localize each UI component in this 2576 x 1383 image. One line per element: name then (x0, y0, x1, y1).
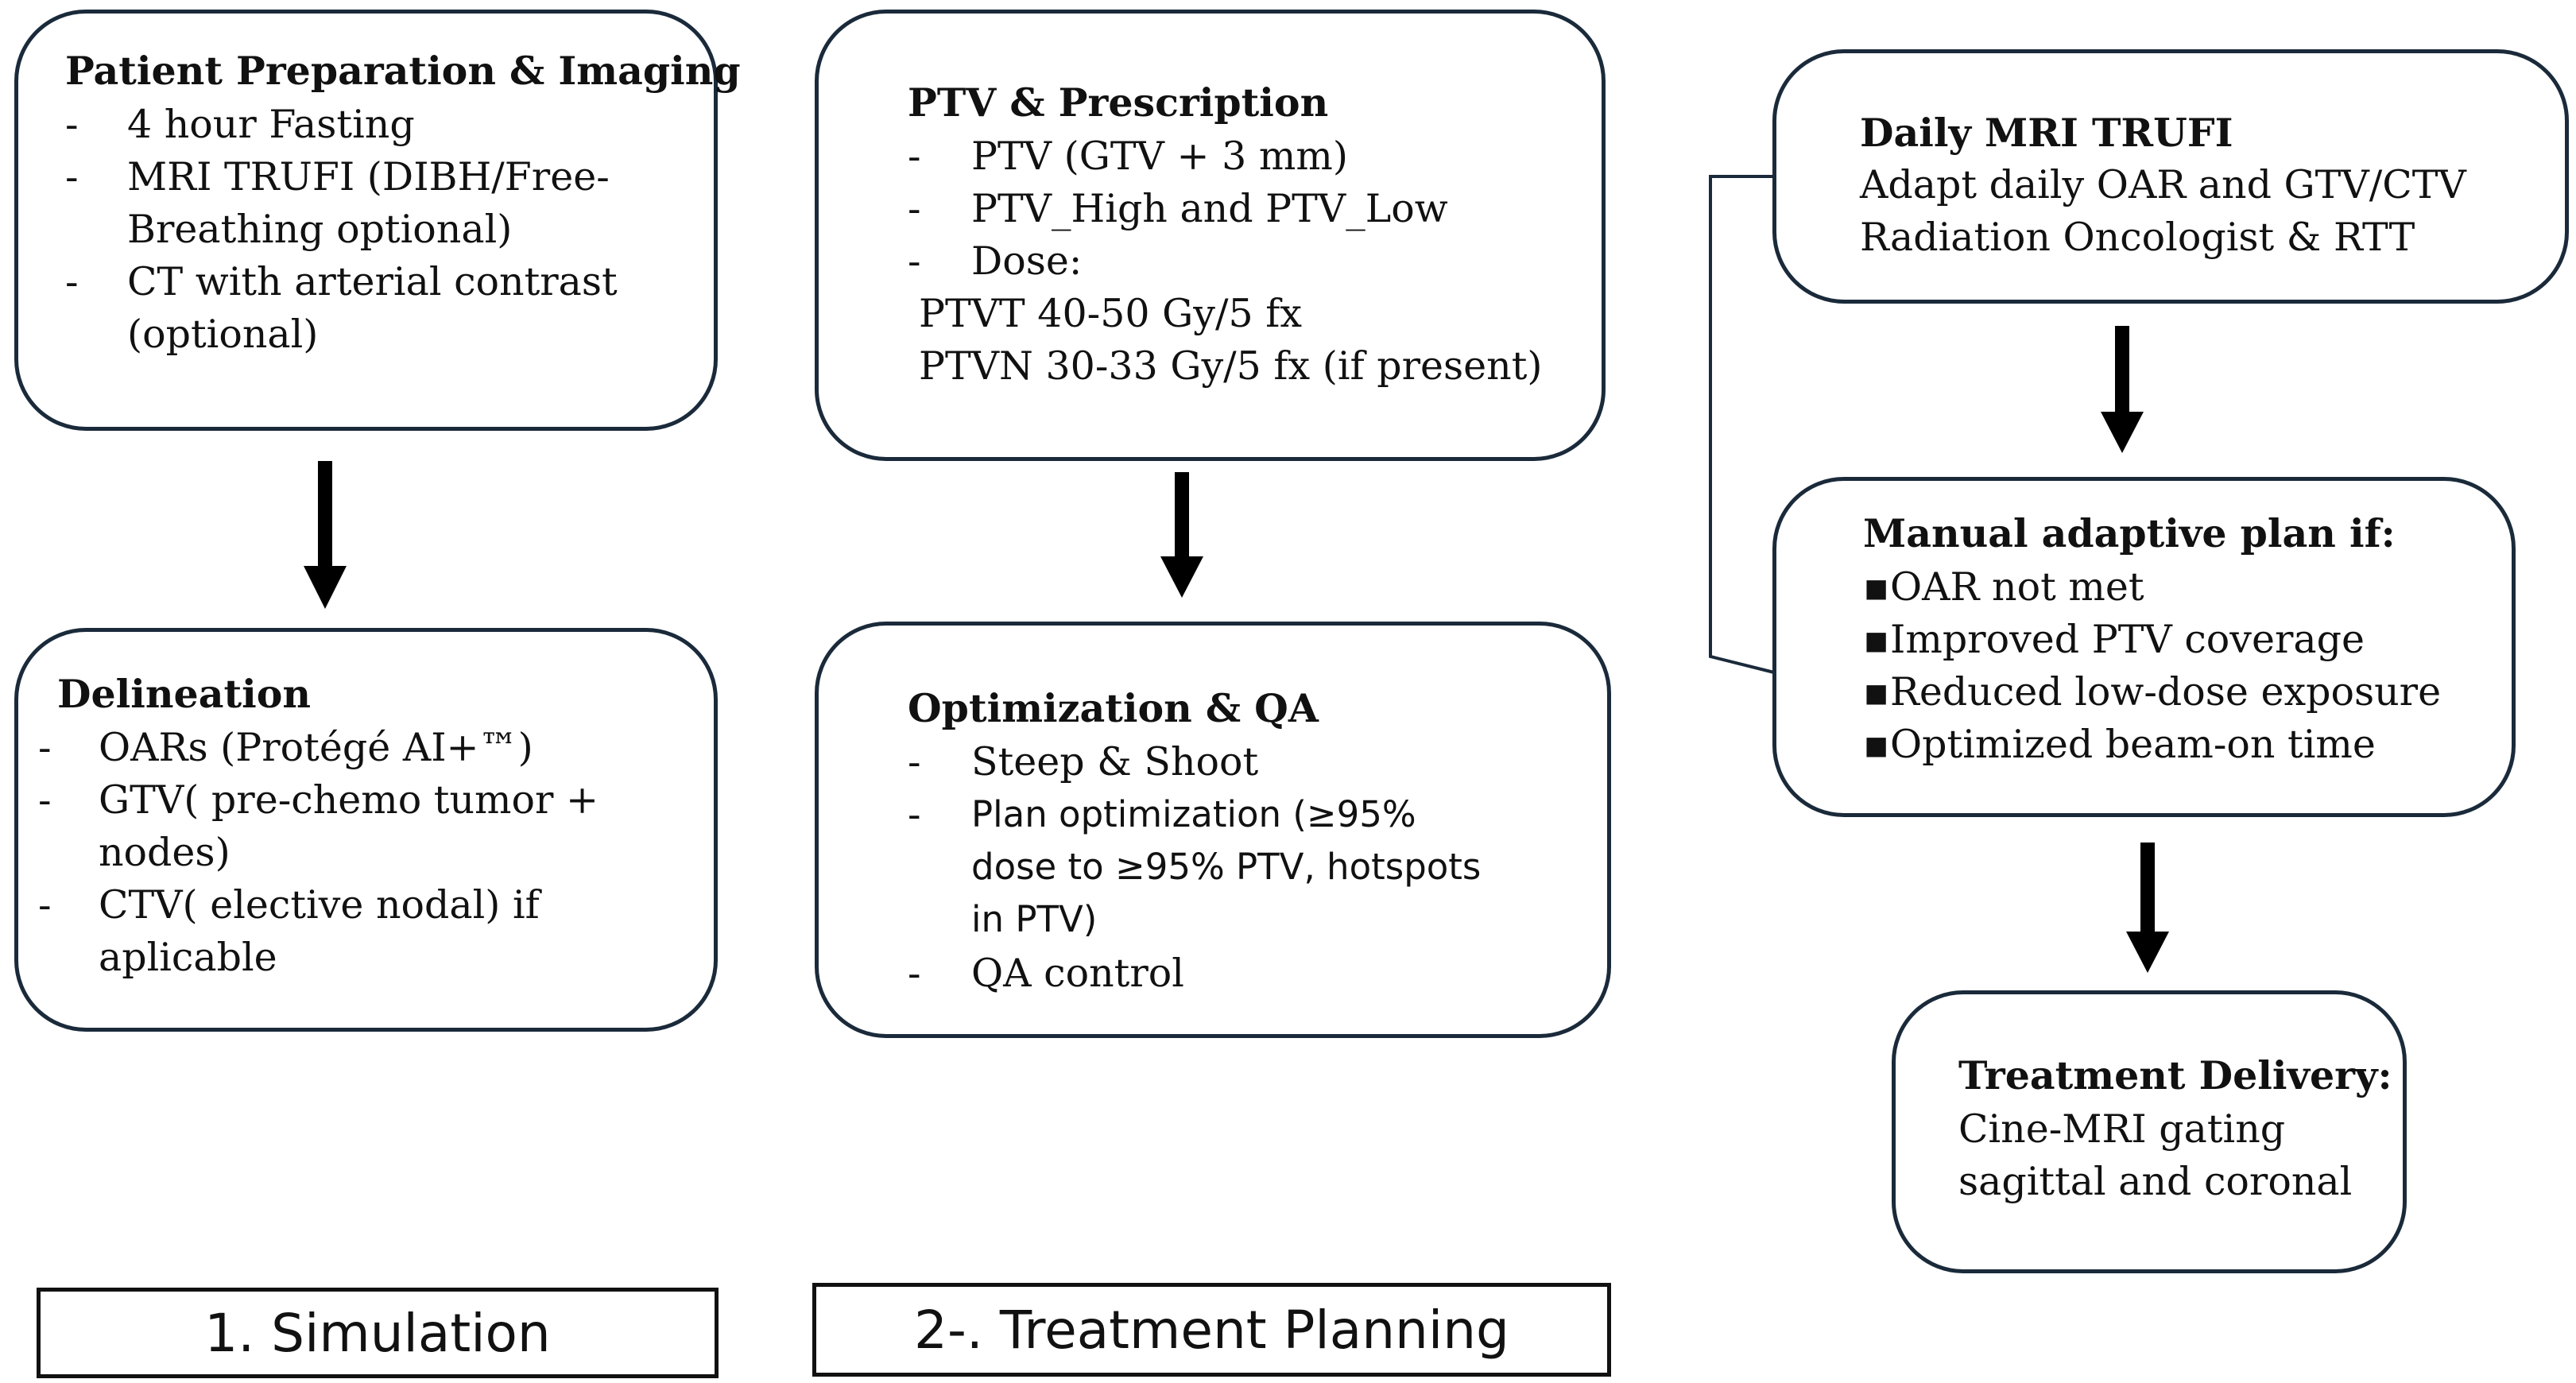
arrow-adaptive-to-delivery (2126, 843, 2169, 973)
delineation-dash: - (38, 725, 52, 770)
prep-item: 4 hour Fasting (127, 102, 415, 147)
delineation-dash: - (38, 882, 52, 928)
daily-mri-box (1772, 49, 2569, 304)
optimization-item: Plan optimization (≥95% (971, 793, 1416, 835)
delineation-item-continued: aplicable (99, 935, 277, 980)
treatment-delivery-title: Treatment Delivery: (1958, 1052, 2392, 1098)
prep-dash: - (65, 259, 79, 304)
treatment-delivery-box (1892, 990, 2407, 1273)
adaptive-bullet: ▪ (1863, 617, 1890, 662)
arrow-prep-to-delineation (304, 461, 347, 609)
simulation-label: 1. Simulation (204, 1302, 551, 1364)
optimization-item-continued: dose to ≥95% PTV, hotspots (971, 846, 1482, 888)
prep-dash: - (65, 154, 79, 200)
delineation-dash: - (38, 777, 52, 823)
adaptive-bullet: ▪ (1863, 564, 1890, 610)
daily-mri-line: Radiation Oncologist & RTT (1860, 215, 2415, 260)
ptv-dash: - (908, 186, 921, 231)
adaptive-bullet: ▪ (1863, 722, 1890, 767)
dose-line: PTVT 40-50 Gy/5 fx (919, 291, 1302, 336)
prep-item: CT with arterial contrast (127, 259, 618, 304)
optimization-dash: - (908, 951, 921, 996)
daily-mri-title: Daily MRI TRUFI (1860, 110, 2233, 156)
prep-dash: - (65, 102, 79, 147)
treatment-delivery-line: sagittal and coronal (1958, 1159, 2353, 1204)
ptv-prescription-box (815, 10, 1606, 461)
optimization-item-continued: in PTV) (971, 898, 1098, 940)
adaptive-loop-connector (1709, 175, 1775, 674)
optimization-qa-title: Optimization & QA (908, 685, 1319, 731)
adaptive-item: OAR not met (1890, 564, 2144, 610)
adaptive-bullet: ▪ (1863, 669, 1890, 715)
adaptive-item: Optimized beam-on time (1890, 722, 2376, 767)
manual-adaptive-plan-box (1772, 477, 2516, 817)
ptv-dash: - (908, 238, 921, 284)
ptv-prescription-title: PTV & Prescription (908, 79, 1329, 126)
dose-line: PTVN 30-33 Gy/5 fx (if present) (919, 343, 1543, 389)
arrow-ptv-to-optimization (1160, 472, 1203, 598)
daily-mri-line: Adapt daily OAR and GTV/CTV (1860, 162, 2466, 207)
delineation-item: GTV( pre-chemo tumor + (99, 777, 599, 823)
treatment-delivery-line: Cine-MRI gating (1958, 1106, 2286, 1152)
ptv-item: PTV (GTV + 3 mm) (971, 134, 1348, 179)
prep-item-continued: (optional) (127, 312, 319, 357)
manual-adaptive-plan-title: Manual adaptive plan if: (1863, 510, 2396, 556)
ptv-item: PTV_High and PTV_Low (971, 186, 1448, 231)
treatment-planning-label: 2-. Treatment Planning (914, 1299, 1509, 1361)
delineation-item: OARs (Protégé AI+™) (99, 725, 533, 770)
ptv-dash: - (908, 134, 921, 179)
optimization-dash: - (908, 792, 921, 837)
simulation-label-box: 1. Simulation (37, 1288, 719, 1378)
adaptive-item: Reduced low-dose exposure (1890, 669, 2442, 715)
arrow-daily-to-adaptive (2101, 326, 2144, 453)
delineation-box (14, 628, 718, 1032)
treatment-planning-label-box: 2-. Treatment Planning (812, 1283, 1611, 1377)
optimization-qa-box (815, 622, 1611, 1038)
ptv-item: Dose: (971, 238, 1083, 284)
delineation-title: Delineation (57, 671, 312, 717)
patient-preparation-box (14, 10, 718, 431)
adaptive-item: Improved PTV coverage (1890, 617, 2365, 662)
optimization-item: Steep & Shoot (971, 739, 1259, 784)
prep-item-continued: Breathing optional) (127, 207, 513, 252)
prep-item: MRI TRUFI (DIBH/Free- (127, 154, 610, 200)
optimization-dash: - (908, 739, 921, 784)
optimization-item: QA control (971, 951, 1184, 996)
delineation-item: CTV( elective nodal) if (99, 882, 540, 928)
delineation-item-continued: nodes) (99, 830, 230, 875)
patient-preparation-title: Patient Preparation & Imaging (65, 48, 741, 94)
